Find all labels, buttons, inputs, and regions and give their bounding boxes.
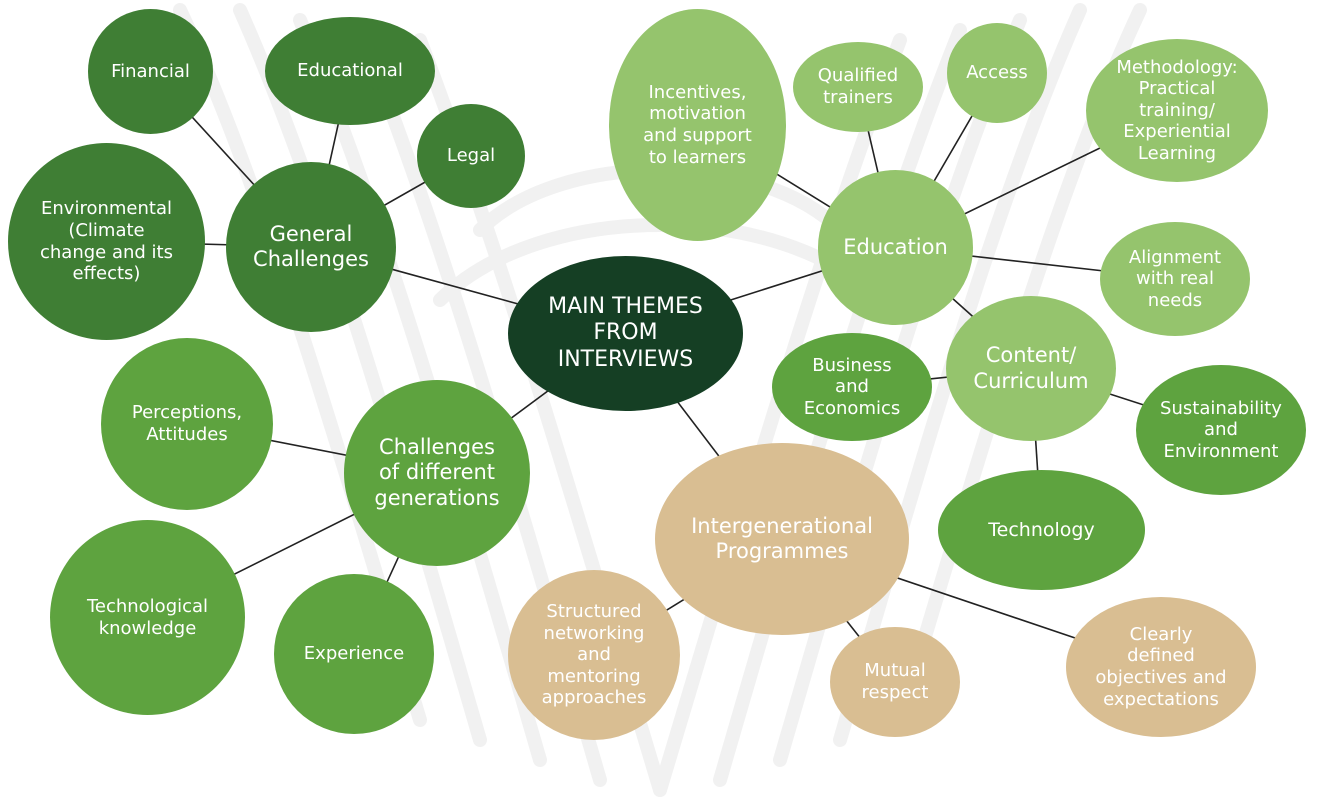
generations-label: Challenges of different generations: [374, 435, 500, 510]
technology-label: Technology: [988, 518, 1095, 541]
node-intergenerational: Intergenerational Programmes: [655, 443, 909, 635]
node-education: Education: [818, 170, 973, 325]
mutual-respect-label: Mutual respect: [861, 660, 929, 703]
node-center: MAIN THEMES FROM INTERVIEWS: [508, 256, 743, 411]
technological-knowledge-label: Technological knowledge: [86, 595, 209, 639]
structured-networking-label: Structured networking and mentoring appr…: [541, 601, 647, 709]
access-label: Access: [966, 62, 1028, 84]
business-economics-label: Business and Economics: [803, 354, 901, 419]
financial-label: Financial: [111, 60, 190, 82]
node-incentives: Incentives, motivation and support to le…: [609, 9, 786, 241]
node-business-economics: Business and Economics: [772, 333, 932, 441]
environmental-label: Environmental (Climate change and its ef…: [40, 198, 173, 285]
content-curriculum-label: Content/ Curriculum: [973, 343, 1089, 393]
alignment-label: Alignment with real needs: [1128, 246, 1222, 311]
intergenerational-label: Intergenerational Programmes: [691, 513, 873, 563]
methodology-label: Methodology: Practical training/ Experie…: [1116, 56, 1238, 164]
node-technological-knowledge: Technological knowledge: [50, 520, 245, 715]
node-perceptions: Perceptions, Attitudes: [101, 338, 273, 510]
incentives-label: Incentives, motivation and support to le…: [643, 81, 752, 168]
clearly-defined-label: Clearly defined objectives and expectati…: [1095, 623, 1227, 710]
node-educational: Educational: [265, 17, 435, 125]
educational-label: Educational: [297, 60, 403, 82]
sustainability-label: Sustainability and Environment: [1160, 397, 1282, 462]
node-technology: Technology: [938, 470, 1145, 590]
node-legal: Legal: [417, 104, 525, 208]
node-generations: Challenges of different generations: [344, 380, 530, 566]
legal-label: Legal: [446, 145, 496, 167]
node-general-challenges: General Challenges: [226, 162, 396, 332]
node-clearly-defined: Clearly defined objectives and expectati…: [1066, 597, 1256, 737]
node-sustainability: Sustainability and Environment: [1136, 365, 1306, 495]
center-label: MAIN THEMES FROM INTERVIEWS: [548, 293, 703, 372]
experience-label: Experience: [303, 643, 405, 665]
node-methodology: Methodology: Practical training/ Experie…: [1086, 39, 1268, 182]
node-alignment: Alignment with real needs: [1100, 222, 1250, 336]
node-qualified-trainers: Qualified trainers: [793, 42, 923, 132]
perceptions-label: Perceptions, Attitudes: [131, 402, 243, 445]
node-structured-networking: Structured networking and mentoring appr…: [508, 570, 680, 740]
node-environmental: Environmental (Climate change and its ef…: [8, 143, 205, 340]
node-experience: Experience: [274, 574, 434, 734]
node-access: Access: [947, 23, 1047, 123]
education-label: Education: [843, 234, 948, 259]
node-mutual-respect: Mutual respect: [830, 627, 960, 737]
node-financial: Financial: [88, 9, 213, 134]
node-content-curriculum: Content/ Curriculum: [946, 296, 1116, 441]
general-challenges-label: General Challenges: [253, 221, 369, 271]
qualified-trainers-label: Qualified trainers: [817, 65, 899, 108]
